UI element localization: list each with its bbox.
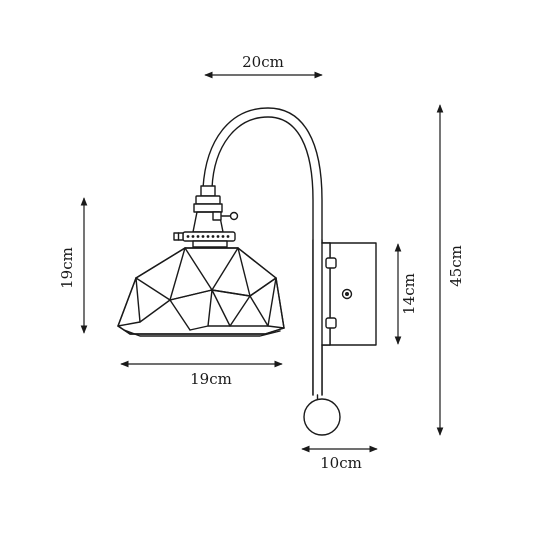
ball-width-label: 10cm — [320, 454, 362, 472]
total-height-label: 45cm — [447, 245, 465, 287]
pull-ball — [303, 394, 341, 436]
dimension-ball-width: 10cm — [301, 445, 378, 472]
lamp-arm-front — [312, 239, 323, 396]
switch-knob-icon — [212, 211, 239, 221]
dimension-backplate-height: 14cm — [394, 243, 418, 345]
shade-width-label: 19cm — [190, 370, 232, 388]
wall-backplate — [317, 242, 377, 346]
dimension-shade-height: 19cm — [58, 197, 88, 334]
shade-height-label: 19cm — [58, 247, 76, 289]
wall-lamp-illustration — [117, 107, 377, 436]
dimension-shade-width: 19cm — [120, 360, 283, 388]
beaded-ring — [186, 235, 230, 238]
dimension-total-height: 45cm — [436, 104, 465, 436]
arm-width-label: 20cm — [242, 53, 284, 71]
lamp-socket — [173, 185, 239, 248]
dimension-arm-width: 20cm — [204, 53, 323, 79]
backplate-height-label: 14cm — [400, 273, 418, 315]
backplate-screw-icon — [341, 288, 353, 300]
lamp-shade — [117, 247, 285, 337]
lamp-arm — [202, 107, 323, 396]
